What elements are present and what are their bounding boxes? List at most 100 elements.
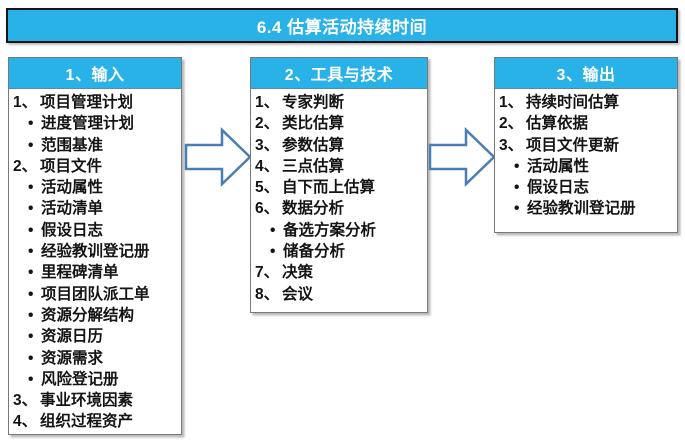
list-item: • 假设日志 — [13, 220, 180, 241]
list-item: • 储备分析 — [255, 241, 426, 262]
item-text: 专家判断 — [282, 94, 345, 111]
item-text: 参数估算 — [282, 136, 345, 154]
item-text: 经验教训登记册 — [41, 243, 150, 261]
item-text: 资源日历 — [41, 328, 104, 346]
item-text: 估算依据 — [526, 115, 589, 133]
list-item: 2、类比估算 — [255, 113, 426, 134]
item-text: 数据分析 — [282, 200, 345, 218]
list-item: 3、参数估算 — [255, 135, 426, 156]
item-number: 4、 — [255, 157, 280, 175]
list-item: • 活动属性 — [499, 156, 676, 177]
bullet-marker: • — [28, 264, 34, 282]
bullet-marker: • — [28, 349, 34, 367]
item-text: 项目文件 — [40, 157, 103, 175]
bullet-marker: • — [270, 243, 276, 261]
item-text: 项目团队派工单 — [41, 285, 150, 303]
item-text: 自下而上估算 — [282, 179, 376, 197]
list-item: • 假设日志 — [499, 177, 676, 198]
list-item: 1、项目管理计划 — [13, 92, 180, 113]
list-item: • 备选方案分析 — [255, 220, 426, 241]
item-number: 1、 — [499, 94, 524, 111]
item-text: 活动属性 — [41, 179, 104, 197]
item-number: 1、 — [13, 94, 38, 111]
item-number: 6、 — [255, 200, 280, 218]
item-text: 会议 — [282, 285, 314, 303]
page-title: 6.4 估算活动持续时间 — [6, 8, 678, 43]
bullet-marker: • — [28, 221, 34, 239]
item-text: 决策 — [282, 264, 314, 282]
bullet-marker: • — [28, 179, 34, 197]
bullet-marker: • — [28, 136, 34, 154]
list-item: • 经验教训登记册 — [13, 241, 180, 262]
list-item: 4、组织过程资产 — [13, 411, 180, 432]
input-column-header: 1、输入 — [9, 58, 181, 89]
bullet-marker: • — [28, 370, 34, 388]
item-text: 里程碑清单 — [41, 264, 119, 282]
list-item: • 经验教训登记册 — [499, 198, 676, 219]
item-text: 备选方案分析 — [283, 221, 377, 239]
right-arrow-icon — [428, 127, 496, 187]
list-item: • 项目团队派工单 — [13, 284, 180, 305]
list-item: 7、决策 — [255, 262, 426, 283]
list-item: • 活动属性 — [13, 177, 180, 198]
item-text: 假设日志 — [41, 221, 104, 239]
item-number: 2、 — [499, 115, 524, 133]
item-number: 2、 — [13, 157, 38, 175]
item-text: 类比估算 — [282, 115, 345, 133]
list-item: 1、持续时间估算 — [499, 92, 676, 113]
item-text: 风险登记册 — [41, 370, 119, 388]
list-item: 2、估算依据 — [499, 113, 676, 134]
item-text: 资源需求 — [41, 349, 104, 367]
list-item: • 范围基准 — [13, 135, 180, 156]
list-item: • 资源分解结构 — [13, 305, 180, 326]
bullet-marker: • — [28, 243, 34, 261]
list-item: 3、事业环境因素 — [13, 390, 180, 411]
item-text: 范围基准 — [41, 136, 104, 154]
bullet-marker: • — [514, 200, 520, 218]
item-text: 三点估算 — [282, 157, 345, 175]
bullet-marker: • — [28, 328, 34, 346]
bullet-marker: • — [514, 157, 520, 175]
item-number: 3、 — [13, 392, 38, 410]
right-arrow-icon — [184, 127, 252, 187]
bullet-marker: • — [28, 285, 34, 303]
list-item: •活动清单 — [13, 198, 180, 219]
item-text: 项目文件更新 — [526, 136, 620, 154]
item-text: 储备分析 — [283, 243, 346, 261]
item-number: 1、 — [255, 94, 280, 111]
item-number: 2、 — [255, 115, 280, 133]
item-text: 持续时间估算 — [526, 94, 620, 111]
list-item: • 进度管理计划 — [13, 113, 180, 134]
list-item: 5、自下而上估算 — [255, 177, 426, 198]
tools-techniques-column-header: 2、工具与技术 — [251, 58, 427, 89]
bullet-marker: • — [270, 221, 276, 239]
list-item: • 资源日历 — [13, 326, 180, 347]
item-text: 资源分解结构 — [41, 306, 135, 324]
list-item: • 资源需求 — [13, 348, 180, 369]
list-item: • 里程碑清单 — [13, 262, 180, 283]
item-text: 活动属性 — [527, 157, 590, 175]
list-item: 4、三点估算 — [255, 156, 426, 177]
list-item: 8、会议 — [255, 284, 426, 305]
output-column-header: 3、输出 — [495, 58, 677, 89]
list-item: • 风险登记册 — [13, 369, 180, 390]
bullet-marker: • — [28, 200, 34, 218]
list-item: 6、数据分析 — [255, 198, 426, 219]
bullet-marker: • — [514, 179, 520, 197]
bullet-marker: • — [28, 115, 34, 133]
list-item: 2、项目文件 — [13, 156, 180, 177]
item-number: 3、 — [499, 136, 524, 154]
item-text: 进度管理计划 — [41, 115, 135, 133]
item-text: 假设日志 — [527, 179, 590, 197]
item-text: 经验教训登记册 — [527, 200, 636, 218]
bullet-marker: • — [28, 306, 34, 324]
item-number: 7、 — [255, 264, 280, 282]
item-number: 3、 — [255, 136, 280, 154]
item-number: 4、 — [13, 413, 38, 431]
